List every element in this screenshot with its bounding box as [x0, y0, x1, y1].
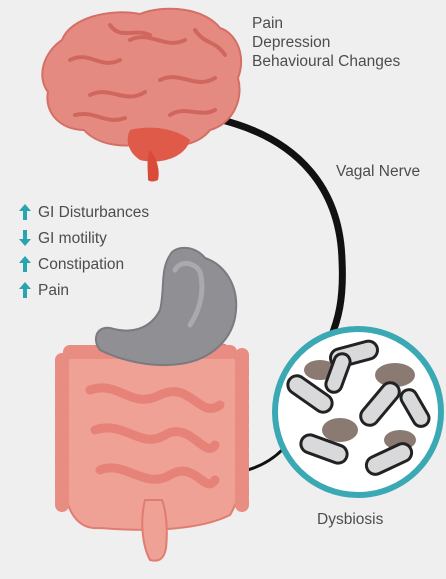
gi-effect-item: GI motility	[18, 225, 149, 251]
gi-effect-label: Constipation	[38, 255, 124, 274]
gi-effects-list: GI Disturbances GI motility Constipation…	[18, 199, 149, 303]
dysbiosis-bacteria-icon	[275, 329, 441, 495]
brain-icon	[42, 9, 241, 182]
arrow-up-icon	[18, 203, 32, 221]
gi-effect-label: GI Disturbances	[38, 203, 149, 222]
arrow-up-icon	[18, 281, 32, 299]
vagal-nerve-line	[222, 120, 342, 340]
arrow-down-icon	[18, 229, 32, 247]
gi-effect-label: Pain	[38, 281, 69, 300]
gi-effect-item: Pain	[18, 277, 149, 303]
brain-effect-item: Behavioural Changes	[252, 52, 400, 71]
intestine-icon	[58, 342, 245, 560]
dysbiosis-label: Dysbiosis	[317, 510, 383, 529]
gi-effect-item: GI Disturbances	[18, 199, 149, 225]
brain-effect-item: Pain	[252, 14, 400, 33]
brain-effect-item: Depression	[252, 33, 400, 52]
gi-effect-item: Constipation	[18, 251, 149, 277]
vagal-nerve-label: Vagal Nerve	[336, 162, 420, 181]
gi-effect-label: GI motility	[38, 229, 107, 248]
arrow-up-icon	[18, 255, 32, 273]
brain-effects-list: Pain Depression Behavioural Changes	[252, 14, 400, 71]
